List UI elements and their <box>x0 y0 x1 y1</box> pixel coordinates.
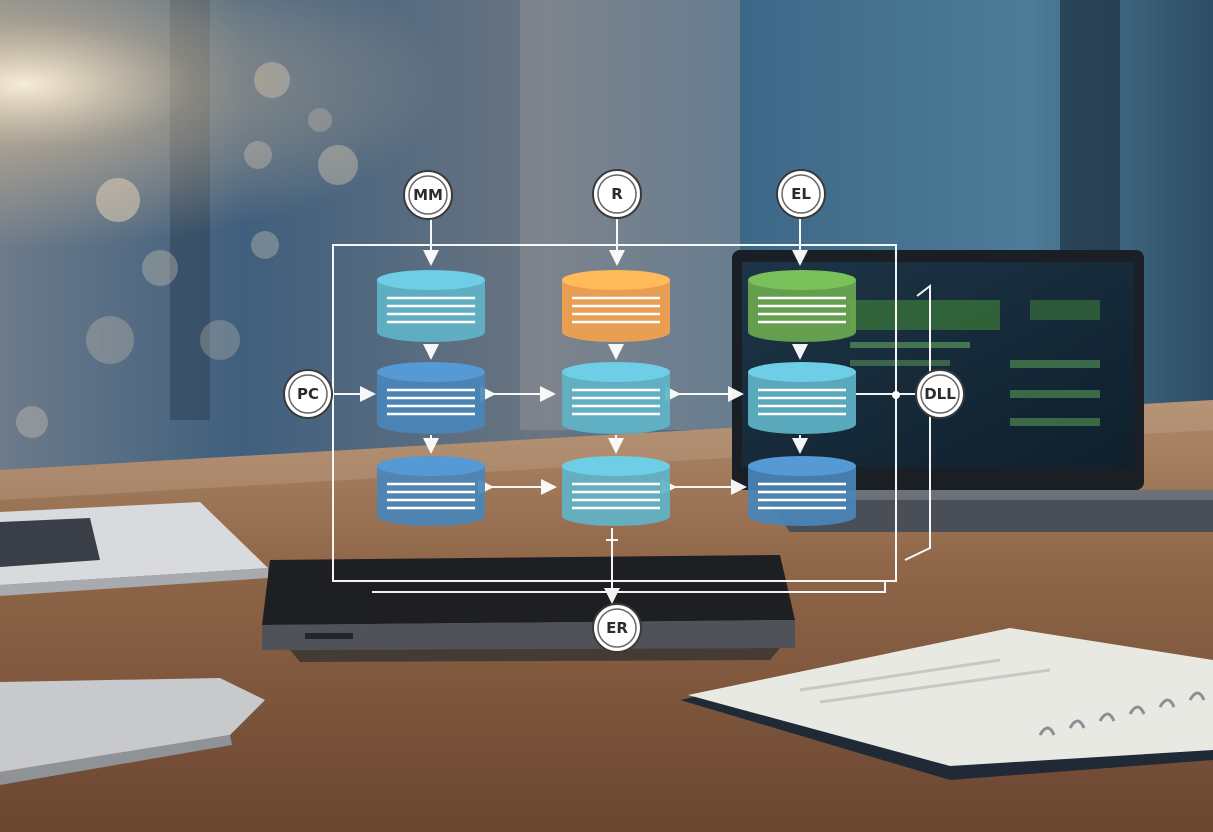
node-er-label: ER <box>606 619 628 637</box>
node-el: EL <box>776 169 826 219</box>
tablet <box>0 678 265 785</box>
node-r: R <box>592 169 642 219</box>
database-cylinder <box>562 456 670 526</box>
node-mm: MM <box>403 170 453 220</box>
node-dll-label: DLL <box>924 385 956 403</box>
database-cylinder <box>377 362 485 434</box>
database-cylinder <box>377 456 485 526</box>
closed-laptop <box>262 555 795 662</box>
node-el-label: EL <box>791 185 811 203</box>
database-cylinder <box>562 270 670 342</box>
database-cylinder <box>562 362 670 434</box>
database-cylinder <box>748 270 856 342</box>
diagram-frame <box>332 244 897 582</box>
node-pc: PC <box>283 369 333 419</box>
database-grid <box>377 270 856 526</box>
database-cylinder <box>377 270 485 342</box>
database-cylinder <box>748 456 856 526</box>
left-laptop <box>0 502 268 596</box>
database-cylinder <box>748 362 856 434</box>
node-er: ER <box>592 603 642 653</box>
notebook <box>680 628 1213 780</box>
node-dll: DLL <box>915 369 965 419</box>
node-r-label: R <box>611 185 623 203</box>
node-pc-label: PC <box>297 385 319 403</box>
node-mm-label: MM <box>413 186 443 204</box>
